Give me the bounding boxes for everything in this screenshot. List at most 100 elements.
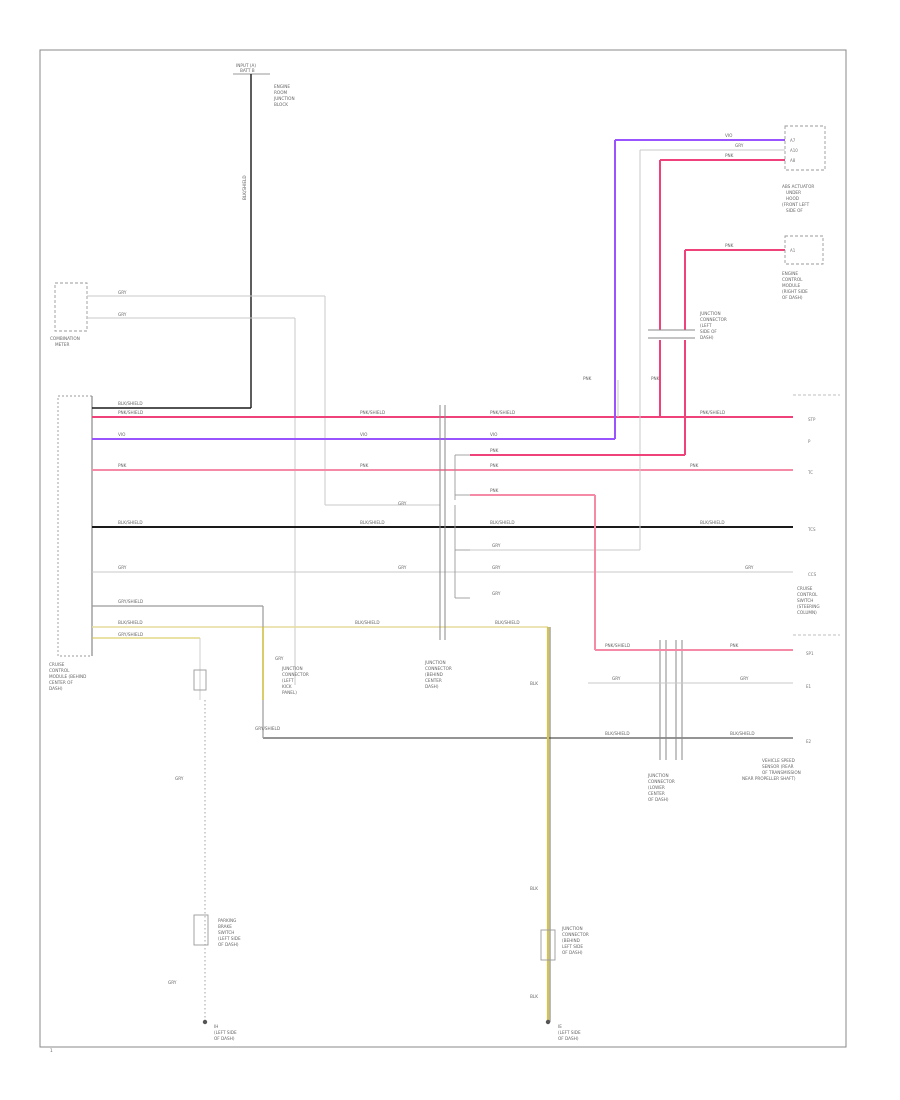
bus-yellow-label-1: BLK/SHIELD <box>118 620 143 625</box>
pink-riser-c-label: PNK <box>490 448 499 453</box>
speed-sensor-group: SP1 E1 E2 VEHICLE SPEED SENSOR (REAR OF … <box>742 634 840 781</box>
parking-brake-line-2: (LEFT SIDE <box>218 936 241 941</box>
speed-sensor-pin-2: E2 <box>806 739 812 744</box>
cruise-switch-pin-0: CCS <box>808 572 817 577</box>
bus-pink-main-label-1: PNK/SHIELD <box>118 410 143 415</box>
left-junction-group: JUNCTION CONNECTOR (LEFT KICK PANEL) GRY… <box>255 606 309 738</box>
bus-black-main-label-2: BLK/SHIELD <box>360 520 385 525</box>
left-junction-line-0: CONNECTOR <box>282 672 309 677</box>
top-fuse-title: ENGINE <box>274 84 290 89</box>
top-junction-line-0: BATT B <box>240 68 255 73</box>
bus-black-bottom-label-1: BLK/SHIELD <box>605 731 630 736</box>
pink-lower-run-label-1: PNK/SHIELD <box>605 643 630 648</box>
engine-ecm-pin-0: A1 <box>790 248 796 253</box>
center-junction-group: JUNCTION CONNECTOR (BEHIND CENTER DASH) … <box>398 330 641 689</box>
engine-ecm-box <box>784 235 824 265</box>
bus-black-main-label-3: BLK/SHIELD <box>490 520 515 525</box>
yellow-drop-label-1: BLK <box>530 681 538 686</box>
pink-to-ecm-label: PNK <box>725 243 734 248</box>
speed-sensor-line-0: SENSOR (REAR <box>762 764 794 769</box>
meter-wire-b-label: GRY <box>118 312 127 317</box>
engine-ecm-line-0: CONTROL <box>782 277 803 282</box>
center-junction-line-1: (BEHIND <box>425 672 443 677</box>
abs-actuator-line-1: HOOD <box>786 196 799 201</box>
abs-actuator-title: ABS ACTUATOR <box>782 184 814 189</box>
left-junction-line-3: PANEL) <box>282 690 297 695</box>
bus-gray-shield-label: GRY/SHIELD <box>118 599 143 604</box>
left-junction-gray-label: GRY <box>275 656 284 661</box>
top-fuse-line-1: JUNCTION <box>273 96 295 101</box>
bus-pink-lower-label-3: PNK <box>490 463 499 468</box>
speed-sensor-line-1: OF TRANSMISSION <box>762 770 801 775</box>
meter-wire-a-label: GRY <box>118 290 127 295</box>
speed-sensor-title: VEHICLE SPEED <box>762 758 795 763</box>
center-junction-line-3: DASH) <box>425 684 439 689</box>
pink-lower-riser-label: PNK <box>490 488 499 493</box>
cruise-control-unit-line-0: CONTROL <box>49 668 70 673</box>
ground-right-line-0: (LEFT SIDE <box>558 1030 581 1035</box>
ground-right-point <box>545 1019 551 1025</box>
abs-pin-1: A10 <box>790 148 798 153</box>
yellow-drop-label-3: BLK <box>530 994 538 999</box>
violet-to-abs-label: VIO <box>725 133 733 138</box>
junction-lower-group: JUNCTION CONNECTOR (LOWER CENTER OF DASH… <box>470 488 793 802</box>
cruise-switch-group: CCS CRUISE CONTROL SWITCH (STEERING COLU… <box>797 572 820 615</box>
gray-to-abs-label: GRY <box>735 143 744 148</box>
junction-lower-line-3: OF DASH) <box>648 797 669 802</box>
ground-left-line-0: (LEFT SIDE <box>214 1030 237 1035</box>
yellow-ground-title: JUNCTION <box>561 926 583 931</box>
gray-lower-run-label-2: GRY <box>740 676 749 681</box>
bus-gray-label-4: GRY <box>745 565 754 570</box>
ground-left-wire-label: GRY <box>168 980 177 985</box>
bus-black-main-label-4: BLK/SHIELD <box>700 520 725 525</box>
pink-lower-run-label-2: PNK <box>730 643 739 648</box>
parking-brake-line-0: BRAKE <box>218 924 232 929</box>
bus-gray-label-2: GRY <box>398 565 407 570</box>
riser-label-right: PNK <box>651 376 660 381</box>
bus-pink-lower-label-1: PNK <box>118 463 127 468</box>
engine-ecm-line-2: (RIGHT SIDE <box>782 289 808 294</box>
bus-pink-main-label-2: PNK/SHIELD <box>360 410 385 415</box>
left-junction-line-1: (LEFT <box>282 678 294 683</box>
ground-left-line-1: OF DASH) <box>214 1036 235 1041</box>
parking-brake-line-1: SWITCH <box>218 930 234 935</box>
engine-ecm-group: A1 ENGINE CONTROL MODULE (RIGHT SIDE OF … <box>782 235 824 300</box>
left-junction-line-2: KICK <box>282 684 292 689</box>
yellow-ground-line-3: OF DASH) <box>562 950 583 955</box>
bus-pink-main-label-4: PNK/SHIELD <box>700 410 725 415</box>
cruise-switch-line-0: CONTROL <box>797 592 818 597</box>
speed-sensor-line-2: NEAR PROPELLER SHAFT) <box>742 776 796 781</box>
junction-top-title: JUNCTION <box>699 311 721 316</box>
cruise-switch-title: CRUISE <box>797 586 813 591</box>
junction-top-line-0: CONNECTOR <box>700 317 727 322</box>
abs-actuator-group: A7 A10 A8 ABS ACTUATOR UNDER HOOD (FRONT… <box>782 125 826 213</box>
left-junction-title: JUNCTION <box>281 666 303 671</box>
junction-lower-line-1: (LOWER <box>648 785 665 790</box>
combination-meter-box <box>54 282 88 332</box>
yellow-ground-line-2: LEFT SIDE <box>562 944 583 949</box>
engine-cm-pin-1: P <box>808 439 811 444</box>
bus-gray-label-3: GRY <box>492 565 501 570</box>
bus-gray-label-1: GRY <box>118 565 127 570</box>
junction-top-line-1: (LEFT <box>700 323 712 328</box>
cruise-control-unit-group: CRUISE CONTROL MODULE (BEHIND CENTER OF … <box>49 395 93 691</box>
parking-brake-group: GRY PARKING BRAKE SWITCH (LEFT SIDE OF D… <box>168 638 241 1041</box>
center-junction-line-0: CONNECTOR <box>425 666 452 671</box>
yellow-ground-group: BLK BLK BLK JUNCTION CONNECTOR (BEHIND L… <box>530 627 589 1041</box>
engine-cm-pin-0: STP <box>808 417 816 422</box>
pink-to-abs-label: PNK <box>725 153 734 158</box>
junction-lower-line-2: CENTER <box>648 791 665 796</box>
cruise-control-unit-line-3: DASH) <box>49 686 63 691</box>
yellow-drop-connector <box>540 929 556 961</box>
diagram-frame <box>39 49 847 1048</box>
bus-black-main-label-1: BLK/SHIELD <box>118 520 143 525</box>
ground-right-title: IE <box>558 1024 562 1029</box>
bus-violet-label-3: VIO <box>490 432 498 437</box>
bus-violet-label-2: VIO <box>360 432 368 437</box>
top-fuse-line-0: ROOM <box>274 90 288 95</box>
bus-black-top-label: BLK/SHIELD <box>118 401 143 406</box>
cruise-control-unit-line-2: CENTER OF <box>49 680 73 685</box>
engine-ecm-line-1: MODULE <box>782 283 801 288</box>
speed-sensor-pin-1: E1 <box>806 684 812 689</box>
center-junction-line-2: CENTER <box>425 678 442 683</box>
